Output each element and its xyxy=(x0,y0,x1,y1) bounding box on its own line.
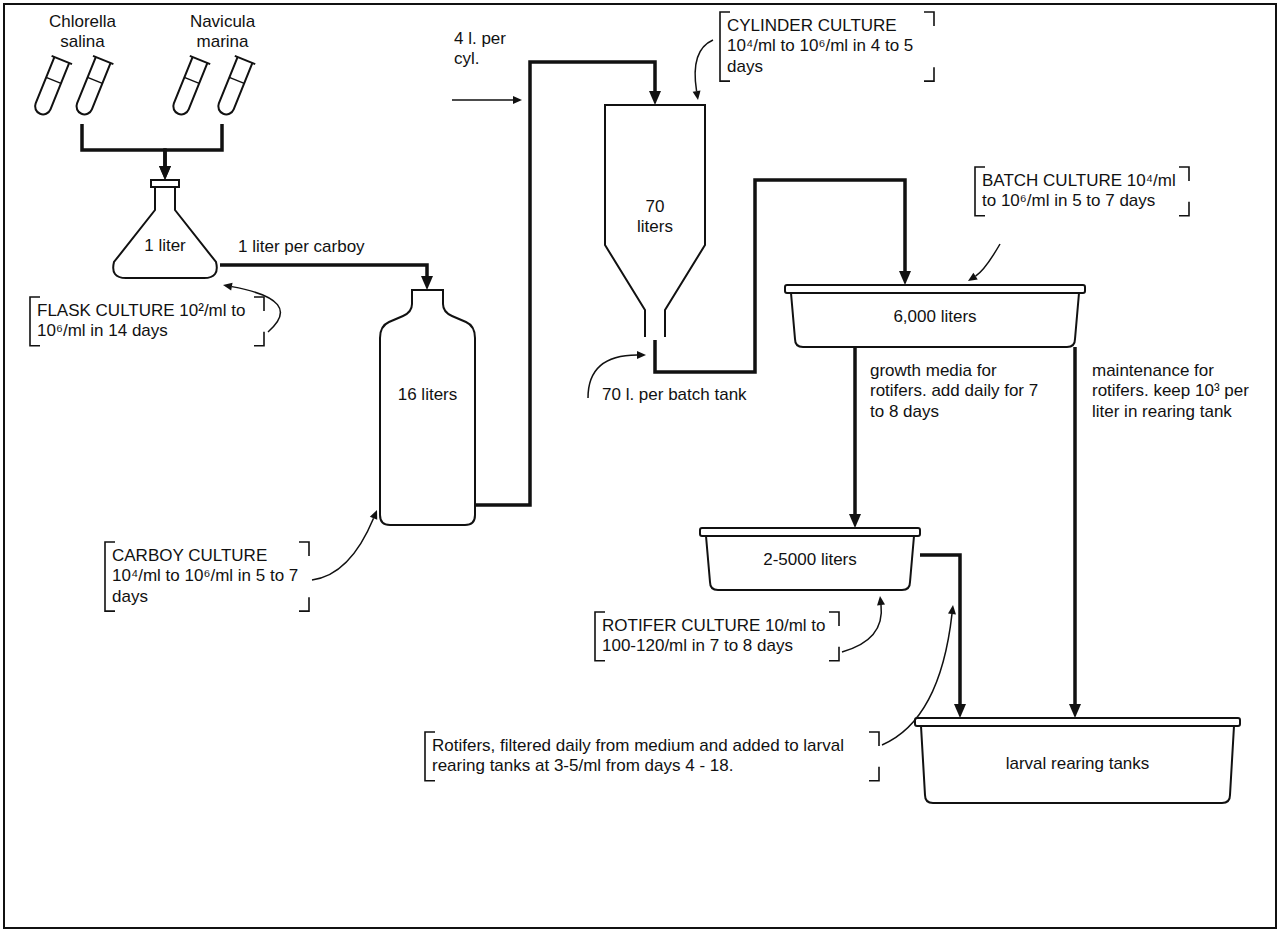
leader-line xyxy=(312,518,374,580)
connector-line xyxy=(165,124,222,166)
leader-line xyxy=(452,99,513,101)
flask: 1 liter xyxy=(110,180,220,280)
arrowhead xyxy=(159,166,171,180)
node-text: 2-5000 liters xyxy=(763,550,857,570)
node-text: larval rearing tanks xyxy=(1006,754,1150,774)
bracket xyxy=(425,732,879,781)
cylinder: 70 liters xyxy=(605,105,705,340)
flow-connector xyxy=(1069,347,1081,718)
culture-note: Rotifers, filtered daily from medium and… xyxy=(430,735,874,778)
arrowhead xyxy=(849,514,861,528)
connector-line xyxy=(220,265,427,276)
bracket xyxy=(105,542,309,611)
carboy-outline xyxy=(380,290,475,525)
node-text: 70 liters xyxy=(626,197,684,238)
leader-arrowhead xyxy=(223,283,233,291)
leader-arrowhead xyxy=(513,96,522,104)
batch-tank: 6,000 liters xyxy=(785,285,1085,347)
transfer-label: 1 liter per carboy xyxy=(236,236,420,258)
bracket xyxy=(595,612,839,661)
flow-connector xyxy=(159,124,222,180)
transfer-label: maintenance for rotifers. keep 10³ per l… xyxy=(1090,360,1266,423)
culture-note: CARBOY CULTURE 10⁴/ml to 10⁶/ml in 5 to … xyxy=(110,545,304,608)
transfer-label: 4 l. per cyl. xyxy=(452,28,522,71)
culture-tubes: Navicula marina xyxy=(160,12,285,124)
flow-connector xyxy=(920,555,966,718)
node-text: Navicula marina xyxy=(170,12,275,53)
node-text: Chlorella salina xyxy=(35,12,130,53)
bracket xyxy=(720,12,934,81)
bracket xyxy=(30,297,264,346)
arrowhead xyxy=(1069,704,1081,718)
arrowhead xyxy=(159,166,171,180)
leader-arrowhead xyxy=(968,273,978,281)
leader-line xyxy=(695,40,713,91)
culture-note: FLASK CULTURE 10²/ml to 10⁶/ml in 14 day… xyxy=(35,300,259,343)
flow-connector xyxy=(82,124,171,180)
leader-line xyxy=(976,244,1000,276)
arrowhead xyxy=(649,91,661,105)
flow-connector xyxy=(655,180,911,372)
transfer-label: growth media for rotifers. add daily for… xyxy=(868,360,1047,423)
leader-line xyxy=(842,605,881,652)
connector-line xyxy=(82,124,165,166)
flow-connector xyxy=(849,347,861,528)
rotifer-tank: 2-5000 liters xyxy=(700,528,920,590)
culture-note: BATCH CULTURE 10⁴/ml to 10⁶/ml in 5 to 7… xyxy=(980,170,1184,213)
leader-arrowhead xyxy=(948,605,956,614)
arrowhead xyxy=(954,704,966,718)
leader-arrowhead xyxy=(693,90,701,100)
connector-line xyxy=(920,555,960,704)
leader-arrowhead xyxy=(637,351,646,359)
connector-line xyxy=(655,180,905,372)
larval-tank: larval rearing tanks xyxy=(915,718,1240,803)
frame-border xyxy=(4,4,1276,928)
culture-tubes: Chlorella salina xyxy=(25,12,140,124)
flask-outline xyxy=(110,180,220,280)
transfer-label: 70 l. per batch tank xyxy=(600,384,754,406)
flow-connector xyxy=(475,62,661,505)
culture-note: CYLINDER CULTURE 10⁴/ml to 10⁶/ml in 4 t… xyxy=(725,15,929,78)
bracket xyxy=(975,167,1189,216)
flow-connector xyxy=(220,265,433,290)
node-text: 16 liters xyxy=(398,385,458,405)
arrowhead xyxy=(421,276,433,290)
node-text: 6,000 liters xyxy=(893,307,976,327)
leader-arrowhead xyxy=(877,596,885,605)
carboy: 16 liters xyxy=(380,290,475,525)
connector-line xyxy=(853,347,857,514)
connector-line xyxy=(1073,347,1077,704)
node-text: 1 liter xyxy=(144,236,186,256)
arrowhead xyxy=(899,271,911,285)
culture-note: ROTIFER CULTURE 10/ml to 100-120/ml in 7… xyxy=(600,615,834,658)
